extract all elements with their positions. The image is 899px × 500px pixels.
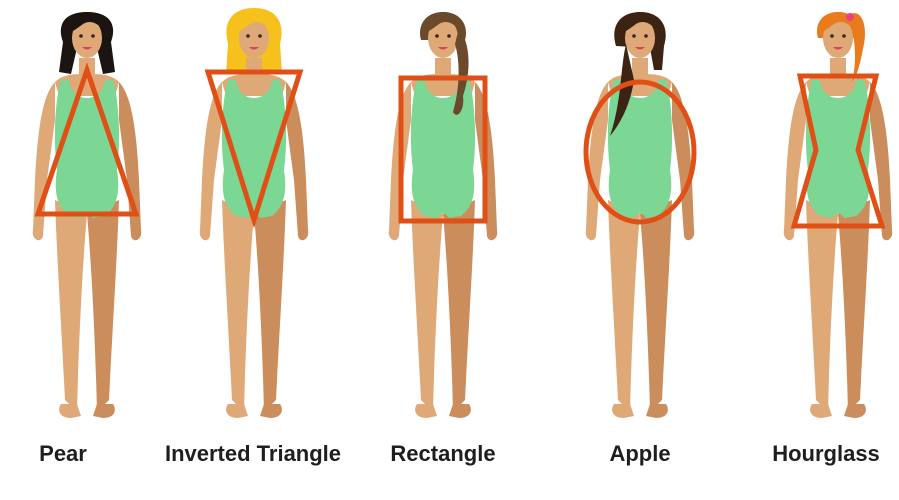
inverted-triangle-left-leg [222,200,254,412]
apple-right-leg [640,200,672,412]
inverted-triangle-right-leg [254,200,286,412]
hourglass-left-foot [810,404,832,418]
rectangle-right-eye [447,34,451,38]
inverted-triangle-left-eye [246,34,250,38]
rectangle-left-eye [435,34,439,38]
pear-label: Pear [0,440,153,467]
apple-right-foot [646,404,668,418]
pear-swimsuit [55,80,119,218]
apple-left-leg [608,200,640,412]
pear-figure [0,0,177,430]
apple-figure-illustration [550,0,730,430]
pear-left-leg [55,200,87,412]
hourglass-figure [748,0,899,430]
rectangle-swimsuit [411,80,475,218]
inverted-triangle-right-foot [260,404,282,418]
hourglass-hair-tie [846,13,854,21]
rectangle-figure [353,0,533,430]
pear-right-leg [87,200,119,412]
hourglass-right-eye [842,34,846,38]
hourglass-left-eye [830,34,834,38]
inverted-triangle-figure-illustration [164,0,344,430]
hourglass-figure-illustration [748,0,899,430]
pear-figure-illustration [0,0,177,430]
pear-left-eye [79,34,83,38]
hourglass-right-leg [838,200,870,412]
hourglass-label: Hourglass [736,440,899,467]
apple-figure [550,0,730,430]
pear-left-arm [33,82,55,240]
pear-right-arm [119,82,141,240]
hourglass-right-foot [844,404,866,418]
rectangle-figure-illustration [353,0,533,430]
inverted-triangle-right-eye [258,34,262,38]
apple-left-eye [632,34,636,38]
rectangle-right-foot [449,404,471,418]
pear-right-eye [91,34,95,38]
rectangle-left-foot [415,404,437,418]
rectangle-right-leg [443,200,475,412]
apple-right-eye [644,34,648,38]
apple-label: Apple [550,440,730,467]
hourglass-left-leg [806,200,838,412]
inverted-triangle-figure [164,0,344,430]
apple-left-foot [612,404,634,418]
pear-right-foot [93,404,115,418]
pear-left-foot [59,404,81,418]
rectangle-left-leg [411,200,443,412]
inverted-triangle-left-foot [226,404,248,418]
rectangle-label: Rectangle [353,440,533,467]
apple-swimsuit [608,80,672,218]
inverted-triangle-label: Inverted Triangle [163,440,343,467]
